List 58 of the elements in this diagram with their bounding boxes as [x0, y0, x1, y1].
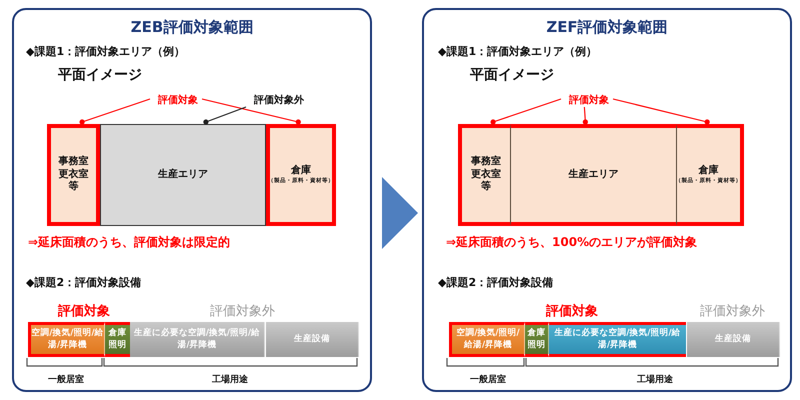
equipment-label: 空調/換気/照明/給湯/昇降機 [455, 328, 521, 351]
leader-line [582, 106, 588, 125]
room-area [266, 124, 336, 226]
equipment-bar-segment [449, 322, 525, 357]
callout-label: 評価対象外 [254, 94, 304, 108]
room-area [677, 124, 744, 226]
equipment-label: 生産に必要な空調/換気/照明/給湯/昇降機 [553, 328, 682, 351]
equipment-bar-segment [105, 322, 130, 357]
equipment-label: 生産設備 [715, 334, 751, 346]
bracket-label: 工場用途 [212, 374, 248, 386]
leader-line [80, 98, 150, 125]
equipment-bar-segment [130, 322, 265, 357]
panel [12, 8, 372, 392]
room-label: 倉庫 [291, 165, 311, 177]
equipment-bar-segment [687, 322, 780, 357]
room-label: 倉庫 [698, 165, 718, 177]
equipment-bar-segment [28, 322, 105, 357]
equipment-label: 倉庫照明 [108, 328, 128, 351]
equipment-label: 生産に必要な空調/換気/照明/給湯/昇降機 [132, 328, 262, 351]
equipment-label: 生産設備 [294, 334, 330, 346]
leader-line [490, 98, 562, 125]
room-area [100, 124, 266, 226]
group-label: 評価対象外 [210, 303, 275, 320]
room-area [511, 124, 677, 226]
room-label: 事務室更衣室等 [470, 156, 502, 194]
group-label: 評価対象外 [700, 303, 765, 320]
note: ⇒延床面積のうち、評価対象は限定的 [28, 234, 230, 251]
leader-line [612, 98, 710, 125]
callout-label: 評価対象 [158, 94, 198, 108]
equipment-bar-segment [549, 322, 686, 357]
note: ⇒延床面積のうち、100%のエリアが評価対象 [446, 234, 698, 251]
panel-title: ZEF評価対象範囲 [545, 18, 669, 37]
section-heading: ◆課題2：評価対象設備 [438, 275, 554, 290]
subheading: 平面イメージ [470, 66, 554, 84]
panel-title: ZEB評価対象範囲 [130, 18, 254, 37]
room-label: 生産エリア [568, 168, 618, 182]
bracket-label: 一般居室 [470, 373, 506, 386]
panel [422, 8, 792, 392]
bracket-label: 工場用途 [637, 374, 673, 386]
group-label: 評価対象 [546, 302, 598, 320]
room-area [458, 124, 511, 226]
section-heading: ◆課題1：評価対象エリア（例） [26, 44, 186, 59]
group-label: 評価対象 [58, 302, 110, 320]
section-heading: ◆課題2：評価対象設備 [26, 275, 142, 290]
chevron-arrow [382, 177, 418, 249]
room-label: 事務室更衣室等 [58, 156, 89, 194]
equipment-label: 倉庫照明 [526, 328, 546, 351]
leader-line [202, 98, 301, 125]
section-heading: ◆課題1：評価対象エリア（例） [438, 44, 598, 59]
equipment-bar-segment [525, 322, 549, 357]
room-label: 生産エリア [158, 168, 208, 182]
equipment-label: 空調/換気/照明/給湯/昇降機 [31, 328, 104, 351]
subheading: 平面イメージ [58, 66, 142, 84]
callout-label: 評価対象 [569, 94, 609, 108]
bracket-label: 一般居室 [48, 373, 84, 386]
equipment-bar-segment [266, 322, 359, 357]
leader-line [203, 106, 246, 125]
room-area [47, 124, 100, 226]
